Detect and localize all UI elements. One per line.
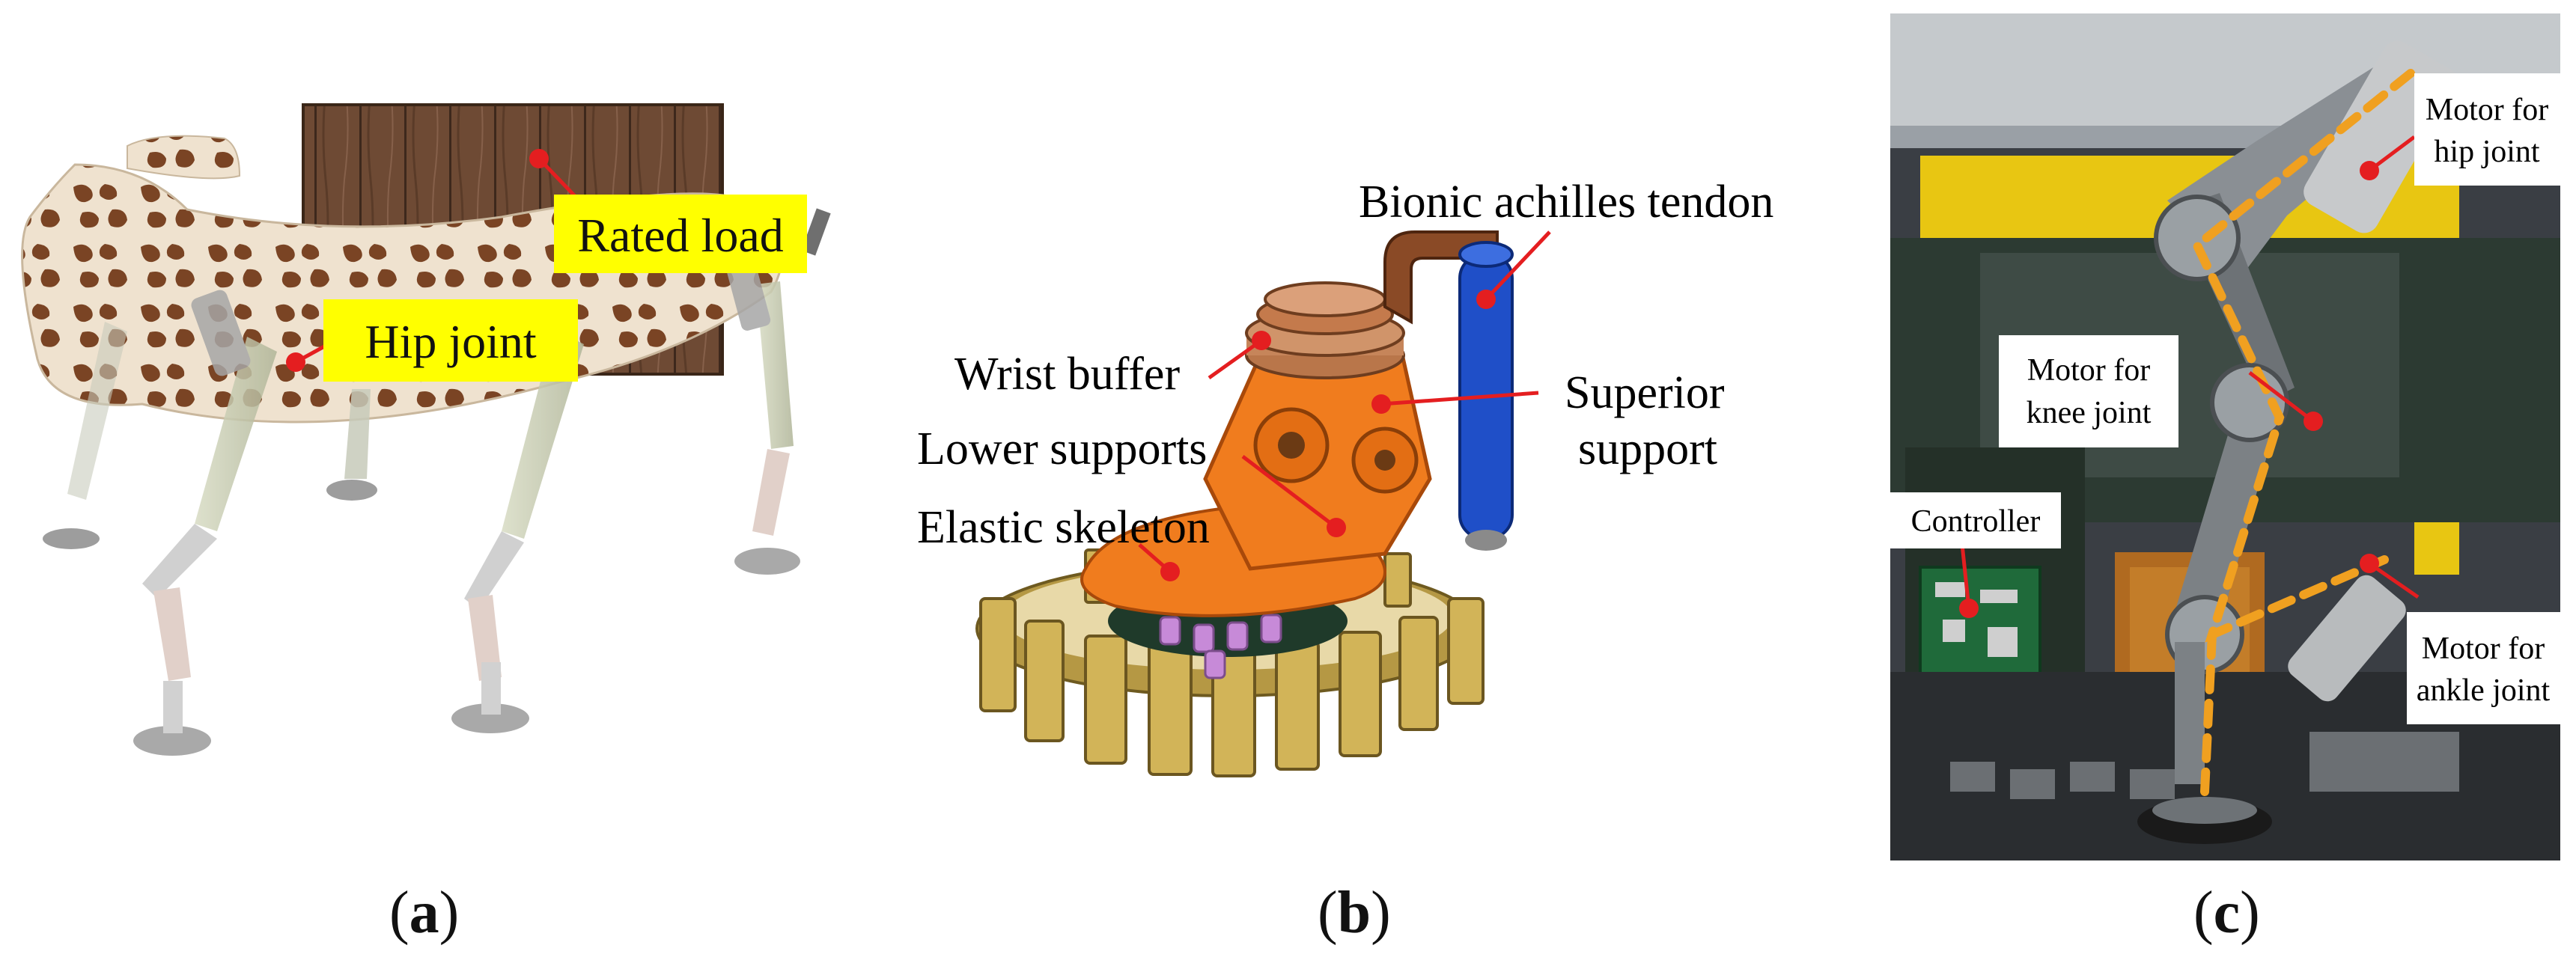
tendon-marker [1476,290,1496,309]
motor-knee-label-1: Motor for [2027,353,2150,388]
robot-leg-photo: Motor for hip joint Motor for knee joint… [1890,13,2560,860]
controller-label: Controller [1911,504,2041,539]
rated-load-label-box [554,195,807,273]
motor-hip-label-1: Motor for [2426,93,2548,127]
quadruped-robot-illustration: Rated load Hip joint [21,103,831,756]
panel-c: Motor for hip joint Motor for knee joint… [1890,13,2560,860]
motor-ankle-label-1: Motor for [2422,632,2545,666]
motor-knee-label-2: knee joint [2027,396,2152,430]
panel-a: Rated load Hip joint [0,0,846,860]
panel-b: Bionic achilles tendon Wrist buffer Supe… [861,0,1819,860]
motor-ankle-label-box: Motor for ankle joint [2407,612,2560,724]
superior-support-label-1: Superior [1565,367,1725,418]
motor-hip-label-box: Motor for hip joint [2414,73,2560,186]
motor-knee-marker [2304,412,2323,431]
caption-c: (c) [2193,880,2260,946]
caption-c-letter: c [2213,880,2241,946]
caption-b: (b) [1318,880,1391,946]
elastic-skeleton-marker [1160,562,1180,581]
motor-ankle-marker [2360,554,2379,573]
hip-joint-marker [286,352,305,372]
lower-supports-label: Lower supports [917,424,1207,474]
lower-supports-marker [1327,518,1346,537]
wrist-buffer [1245,281,1405,379]
caption-a-letter: a [409,880,439,946]
motor-hip-marker [2360,161,2379,180]
leg-axis-dashed-line [2191,69,2415,796]
controller-label-box: Controller [1890,492,2061,548]
superior-support-label-2: support [1578,424,1717,474]
caption-a: (a) [389,880,460,946]
motor-knee-label-box: Motor for knee joint [1999,335,2178,447]
bionic-tendon-label: Bionic achilles tendon [1359,177,1773,227]
motor-ankle-label-2: ankle joint [2417,673,2551,708]
rated-load-marker [529,149,549,168]
superior-support-marker [1371,394,1391,414]
motor-hip-label-2: hip joint [2434,135,2540,169]
wrist-buffer-marker [1252,331,1271,350]
elastic-skeleton-label: Elastic skeleton [917,502,1210,553]
controller-marker [1959,599,1979,618]
wrist-buffer-label: Wrist buffer [954,349,1180,400]
caption-b-letter: b [1337,880,1371,946]
hip-joint-label: Hip joint [365,315,537,368]
hip-joint-label-box [323,299,578,382]
foot-mechanism-illustration: Bionic achilles tendon Wrist buffer Supe… [917,177,1773,777]
rated-load-label: Rated load [577,209,783,262]
